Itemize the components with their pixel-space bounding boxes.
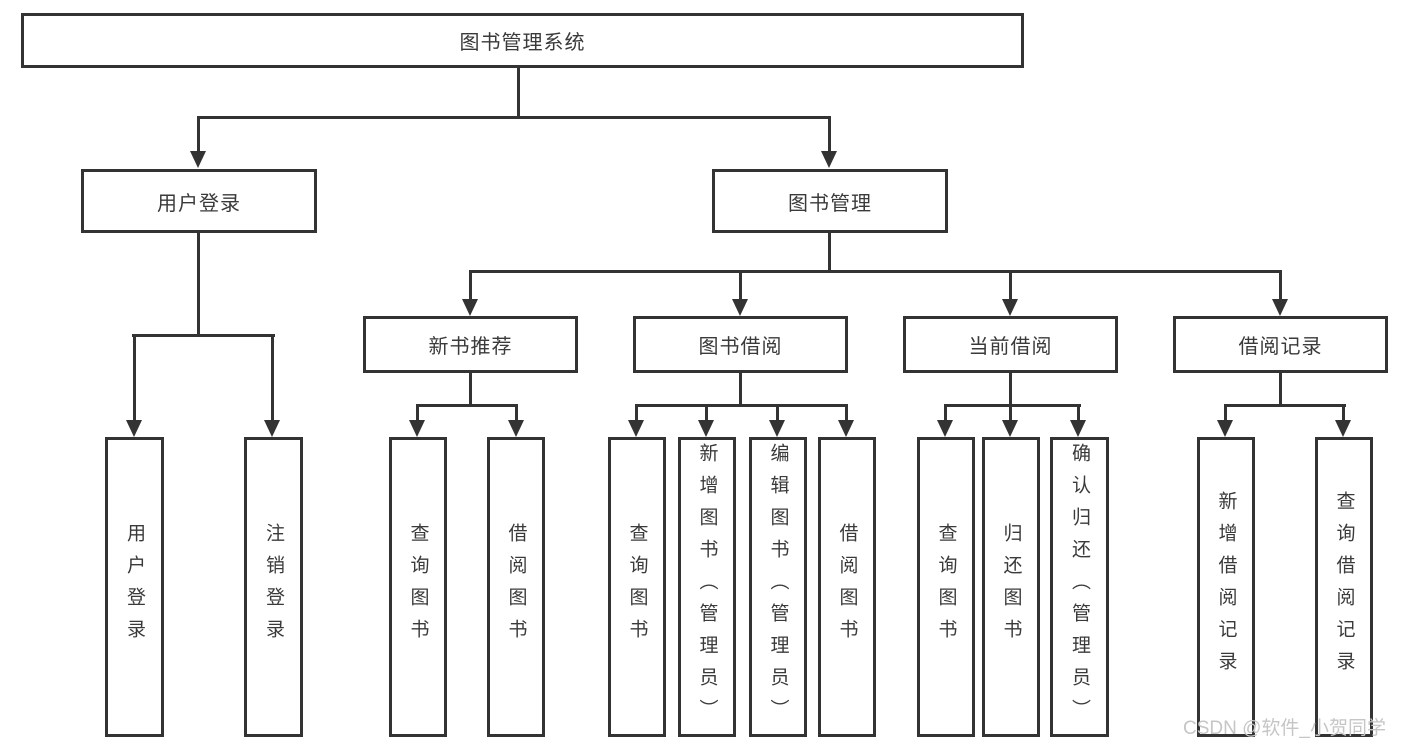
connector-line xyxy=(197,116,200,154)
csdn-watermark: CSDN @软件_小贺同学 xyxy=(1183,718,1386,739)
connector-line xyxy=(1279,373,1282,406)
node-label: 借阅记录 xyxy=(1238,336,1323,358)
node-label: 查询图书 xyxy=(626,523,648,651)
node-borrow-books: 借阅图书 xyxy=(818,437,876,737)
connector-line xyxy=(1077,404,1080,420)
connector-line xyxy=(197,116,831,119)
node-label: 查询图书 xyxy=(935,523,957,651)
arrow-down-icon xyxy=(462,299,478,316)
arrow-down-icon xyxy=(264,420,280,437)
arrow-down-icon xyxy=(838,420,854,437)
connector-line xyxy=(132,334,275,337)
connector-line xyxy=(416,404,419,420)
arrow-down-icon xyxy=(821,151,837,168)
arrow-down-icon xyxy=(937,420,953,437)
connector-line xyxy=(739,373,742,406)
connector-line xyxy=(944,404,1081,407)
connector-line xyxy=(1009,404,1012,420)
connector-line xyxy=(469,270,1282,273)
node-edit-books-admin: 编辑图书（管理员） xyxy=(749,437,807,737)
connector-line xyxy=(635,404,638,420)
arrow-down-icon xyxy=(1335,420,1351,437)
node-book-management: 图书管理 xyxy=(712,169,948,233)
connector-line xyxy=(197,233,200,337)
node-label: 图书管理系统 xyxy=(459,32,586,54)
node-label: 用户登录 xyxy=(157,192,241,215)
node-label: 借阅图书 xyxy=(836,523,858,651)
arrow-down-icon xyxy=(409,420,425,437)
node-query-books-current: 查询图书 xyxy=(917,437,975,737)
connector-line xyxy=(1009,373,1012,406)
arrow-down-icon xyxy=(628,420,644,437)
connector-line xyxy=(1279,270,1282,299)
node-user-login-leaf: 用户登录 xyxy=(105,437,164,737)
connector-line xyxy=(845,404,848,420)
node-add-borrow-record: 新增借阅记录 xyxy=(1197,437,1255,737)
connector-line xyxy=(739,270,742,299)
node-label: 用户登录 xyxy=(124,523,145,651)
connector-line xyxy=(271,334,274,422)
node-borrow-books-recommend: 借阅图书 xyxy=(487,437,545,737)
node-query-books-borrow: 查询图书 xyxy=(608,437,666,737)
node-current-borrow: 当前借阅 xyxy=(903,316,1118,373)
arrow-down-icon xyxy=(1272,299,1288,316)
node-label: 图书管理 xyxy=(788,192,872,215)
node-book-borrow: 图书借阅 xyxy=(633,316,848,373)
connector-line xyxy=(944,404,947,420)
connector-line xyxy=(828,233,831,273)
connector-line xyxy=(133,334,136,422)
node-borrow-records: 借阅记录 xyxy=(1173,316,1388,373)
arrow-down-icon xyxy=(698,420,714,437)
connector-line xyxy=(776,404,779,420)
node-label: 查询借阅记录 xyxy=(1333,491,1355,683)
node-label: 确认归还（管理员） xyxy=(1069,443,1090,731)
arrow-down-icon xyxy=(508,420,524,437)
connector-line xyxy=(517,68,520,118)
arrow-down-icon xyxy=(1217,420,1233,437)
node-label: 借阅图书 xyxy=(505,523,527,651)
node-query-books-recommend: 查询图书 xyxy=(389,437,447,737)
node-user-login: 用户登录 xyxy=(81,169,317,233)
connector-line xyxy=(1342,404,1345,420)
connector-line xyxy=(635,404,848,407)
node-add-books-admin: 新增图书（管理员） xyxy=(678,437,736,737)
arrow-down-icon xyxy=(1070,420,1086,437)
connector-line xyxy=(1224,404,1346,407)
node-label: 查询图书 xyxy=(407,523,429,651)
arrow-down-icon xyxy=(190,151,206,168)
connector-line xyxy=(1224,404,1227,420)
node-label: 注销登录 xyxy=(263,523,284,651)
node-label: 新增借阅记录 xyxy=(1215,491,1237,683)
arrow-down-icon xyxy=(126,420,142,437)
node-new-book-recommend: 新书推荐 xyxy=(363,316,578,373)
arrow-down-icon xyxy=(769,420,785,437)
connector-line xyxy=(469,373,472,406)
connector-line xyxy=(416,404,518,407)
node-label: 归还图书 xyxy=(1000,523,1022,651)
node-label: 新书推荐 xyxy=(428,336,513,358)
connector-line xyxy=(469,270,472,299)
connector-line xyxy=(705,404,708,420)
connector-line xyxy=(515,404,518,420)
node-library-system: 图书管理系统 xyxy=(21,13,1024,68)
node-query-borrow-record: 查询借阅记录 xyxy=(1315,437,1373,737)
arrow-down-icon xyxy=(732,299,748,316)
arrow-down-icon xyxy=(1002,299,1018,316)
connector-line xyxy=(1009,270,1012,299)
node-label: 当前借阅 xyxy=(968,336,1053,358)
node-return-books: 归还图书 xyxy=(982,437,1040,737)
node-label: 编辑图书（管理员） xyxy=(767,443,789,731)
node-confirm-return-admin: 确认归还（管理员） xyxy=(1050,437,1109,737)
node-label: 新增图书（管理员） xyxy=(696,443,718,731)
arrow-down-icon xyxy=(1002,420,1018,437)
node-logout: 注销登录 xyxy=(244,437,303,737)
connector-line xyxy=(828,116,831,154)
node-label: 图书借阅 xyxy=(698,336,783,358)
